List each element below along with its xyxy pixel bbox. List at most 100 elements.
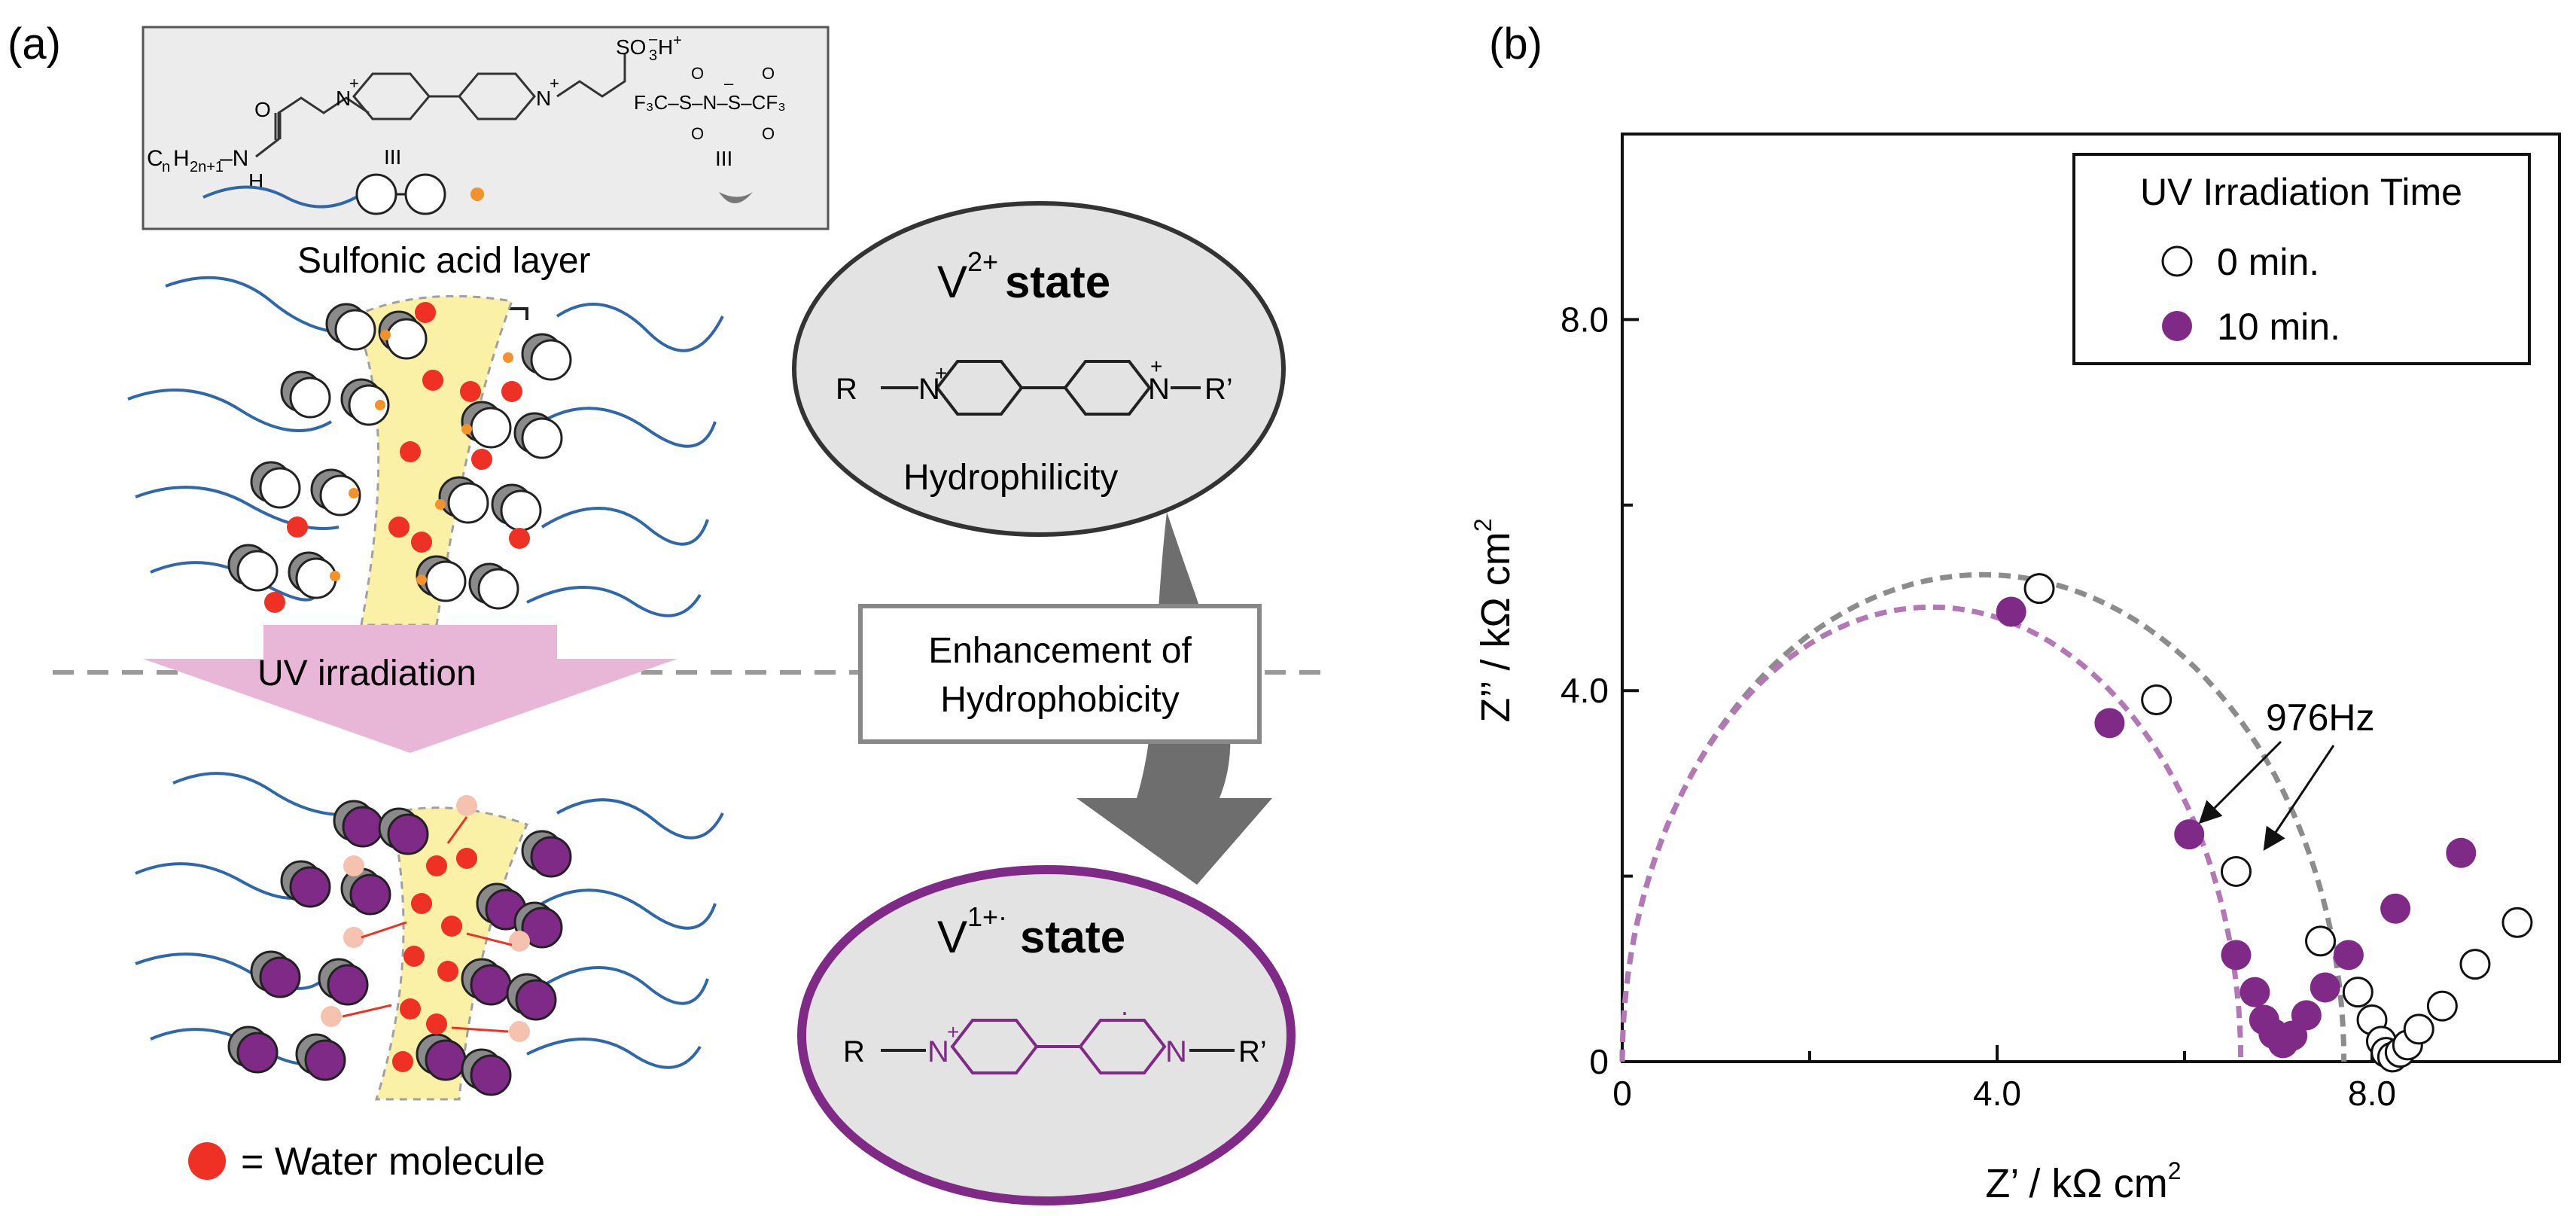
- data-point-10min: [2333, 940, 2364, 971]
- legend-marker-10min: [2162, 311, 2192, 341]
- water-legend-label: = Water molecule: [241, 1140, 545, 1184]
- v1-suffix: state: [1020, 912, 1125, 962]
- v2-suffix: state: [1005, 257, 1110, 307]
- water-legend-dot: [188, 1142, 226, 1180]
- v1-n-right: N: [1165, 1035, 1187, 1068]
- anion-formula: F₃C–S–N–S–CF₃: [634, 91, 786, 114]
- molecule-structure-box: C n H 2n+1 –N H O N + N + SO 3 – H + F₃C…: [142, 26, 830, 230]
- v2-prefix: V: [937, 257, 967, 307]
- y-axis-label: Z’’ / kΩ cm2: [1469, 518, 1518, 722]
- y-tick-label: 0: [1589, 1042, 1609, 1081]
- v2-n-right: N: [1148, 373, 1170, 406]
- anion-o-top-left: O: [691, 64, 704, 83]
- membrane-assembly-after: [135, 772, 724, 1101]
- v1-sup: 1+·: [967, 901, 1007, 932]
- plot-frame: [1621, 133, 2561, 1063]
- n-left: N: [336, 87, 351, 110]
- chain-formula-c: C: [147, 146, 163, 171]
- n-right: N: [536, 87, 551, 110]
- data-point-10min: [2094, 708, 2125, 739]
- legend-label-10min: 10 min.: [2217, 306, 2340, 348]
- equiv-mark-right: III: [715, 147, 732, 170]
- data-point-10min: [2446, 837, 2477, 868]
- anion-o-bottom-right: O: [762, 124, 775, 143]
- annotation-976hz: 976Hz: [2266, 696, 2375, 739]
- sulfonate-so: SO: [616, 35, 646, 59]
- chain-formula-2n1: 2n+1: [190, 159, 224, 175]
- enhancement-line1: Enhancement of: [928, 631, 1192, 671]
- v2-plus-left: +: [935, 361, 947, 385]
- uv-irradiation-label: UV irradiation: [257, 654, 477, 693]
- x-axis-label: Z’ / kΩ cm2: [1985, 1157, 2181, 1206]
- data-point-0min: [2403, 1013, 2434, 1045]
- data-point-10min: [2174, 819, 2205, 850]
- v1-radical-dot: ·: [1120, 996, 1129, 1027]
- data-point-0min: [2141, 684, 2173, 716]
- enhancement-line2: Hydrophobicity: [940, 680, 1179, 720]
- annotation-arrow-10min: [2198, 740, 2282, 824]
- data-point-10min: [2310, 972, 2340, 1003]
- chain-formula-nh: –N: [220, 146, 248, 171]
- anion-o-bottom-left: O: [691, 124, 704, 143]
- legend-label-0min: 0 min.: [2217, 241, 2319, 283]
- y-tick-label: 4.0: [1561, 671, 1609, 710]
- data-point-10min: [2240, 977, 2270, 1007]
- chain-formula-n: n: [162, 159, 170, 175]
- v2-r-left: R: [836, 373, 857, 406]
- sulfonate-minus: –: [649, 31, 658, 47]
- n-left-plus: +: [349, 74, 359, 93]
- data-point-0min: [2342, 977, 2374, 1008]
- anion-minus: –: [724, 74, 734, 93]
- v2-r-right: R’: [1204, 373, 1233, 406]
- fit-curve-0min: [1619, 571, 2347, 1062]
- data-point-0min: [2426, 990, 2458, 1022]
- sulfonic-acid-label: Sulfonic acid layer: [297, 241, 591, 281]
- panel-a-label: (a): [8, 20, 61, 69]
- v1-r-right: R’: [1238, 1035, 1267, 1068]
- data-point-10min: [2380, 893, 2411, 924]
- v2-n-left: N: [918, 373, 940, 406]
- chain-formula-h: H: [173, 146, 190, 171]
- x-tick-label: 0: [1612, 1074, 1632, 1113]
- uv-irradiation-arrow: UV irradiation: [143, 625, 677, 753]
- n-right-plus: +: [550, 74, 559, 93]
- sulfonate-3: 3: [649, 47, 657, 64]
- v1-n-left: N: [927, 1035, 949, 1068]
- membrane-assembly-before: [127, 276, 724, 626]
- x-tick-label: 4.0: [1973, 1074, 2021, 1113]
- anion-o-top-right: O: [762, 64, 775, 83]
- equiv-mark-left: III: [384, 145, 401, 169]
- legend-box: [2072, 153, 2531, 365]
- v1-plus-left: +: [947, 1020, 959, 1044]
- sulfonate-h: H: [658, 35, 673, 59]
- v1-state-bubble: V 1+· state R N + · N R’: [797, 865, 1296, 1205]
- legend-title: UV Irradiation Time: [2140, 171, 2462, 213]
- legend-marker-0min: [2161, 245, 2193, 277]
- v2-sup: 2+: [967, 246, 998, 277]
- y-axis-label-sup: 2: [1469, 518, 1497, 532]
- v2-state-bubble: V 2+ state R N + N + R’ Hydrophilicity: [792, 201, 1286, 537]
- v1-prefix: V: [937, 912, 967, 962]
- fit-curve-10min: [1619, 604, 2244, 1062]
- y-tick-label: 8.0: [1561, 300, 1609, 339]
- x-axis-label-sup: 2: [2168, 1157, 2182, 1184]
- v2-plus-right: +: [1150, 355, 1162, 378]
- impedance-chart: 0 4.0 8.0 0 4.0 8.0 Z’ / kΩ cm2 Z’’ / kΩ cm2 976…: [1469, 133, 2561, 1206]
- data-point-0min: [2459, 949, 2491, 980]
- data-point-0min: [2501, 907, 2533, 938]
- v2-caption: Hydrophilicity: [903, 458, 1118, 498]
- data-point-0min: [2305, 925, 2337, 957]
- enhancement-box: Enhancement of Hydrophobicity: [858, 604, 1262, 744]
- data-point-0min: [2220, 855, 2252, 887]
- x-tick-label: 8.0: [2348, 1074, 2396, 1113]
- v1-r-left: R: [843, 1035, 865, 1068]
- data-point-10min: [2291, 1000, 2322, 1031]
- sulfonate-hplus: +: [673, 32, 682, 49]
- annotation-arrow-0min: [2263, 745, 2335, 851]
- data-point-10min: [2221, 940, 2252, 971]
- data-point-0min: [2023, 573, 2055, 605]
- carbonyl-o: O: [254, 98, 271, 121]
- data-point-10min: [1996, 596, 2026, 627]
- panel-b-label: (b): [1489, 20, 1542, 69]
